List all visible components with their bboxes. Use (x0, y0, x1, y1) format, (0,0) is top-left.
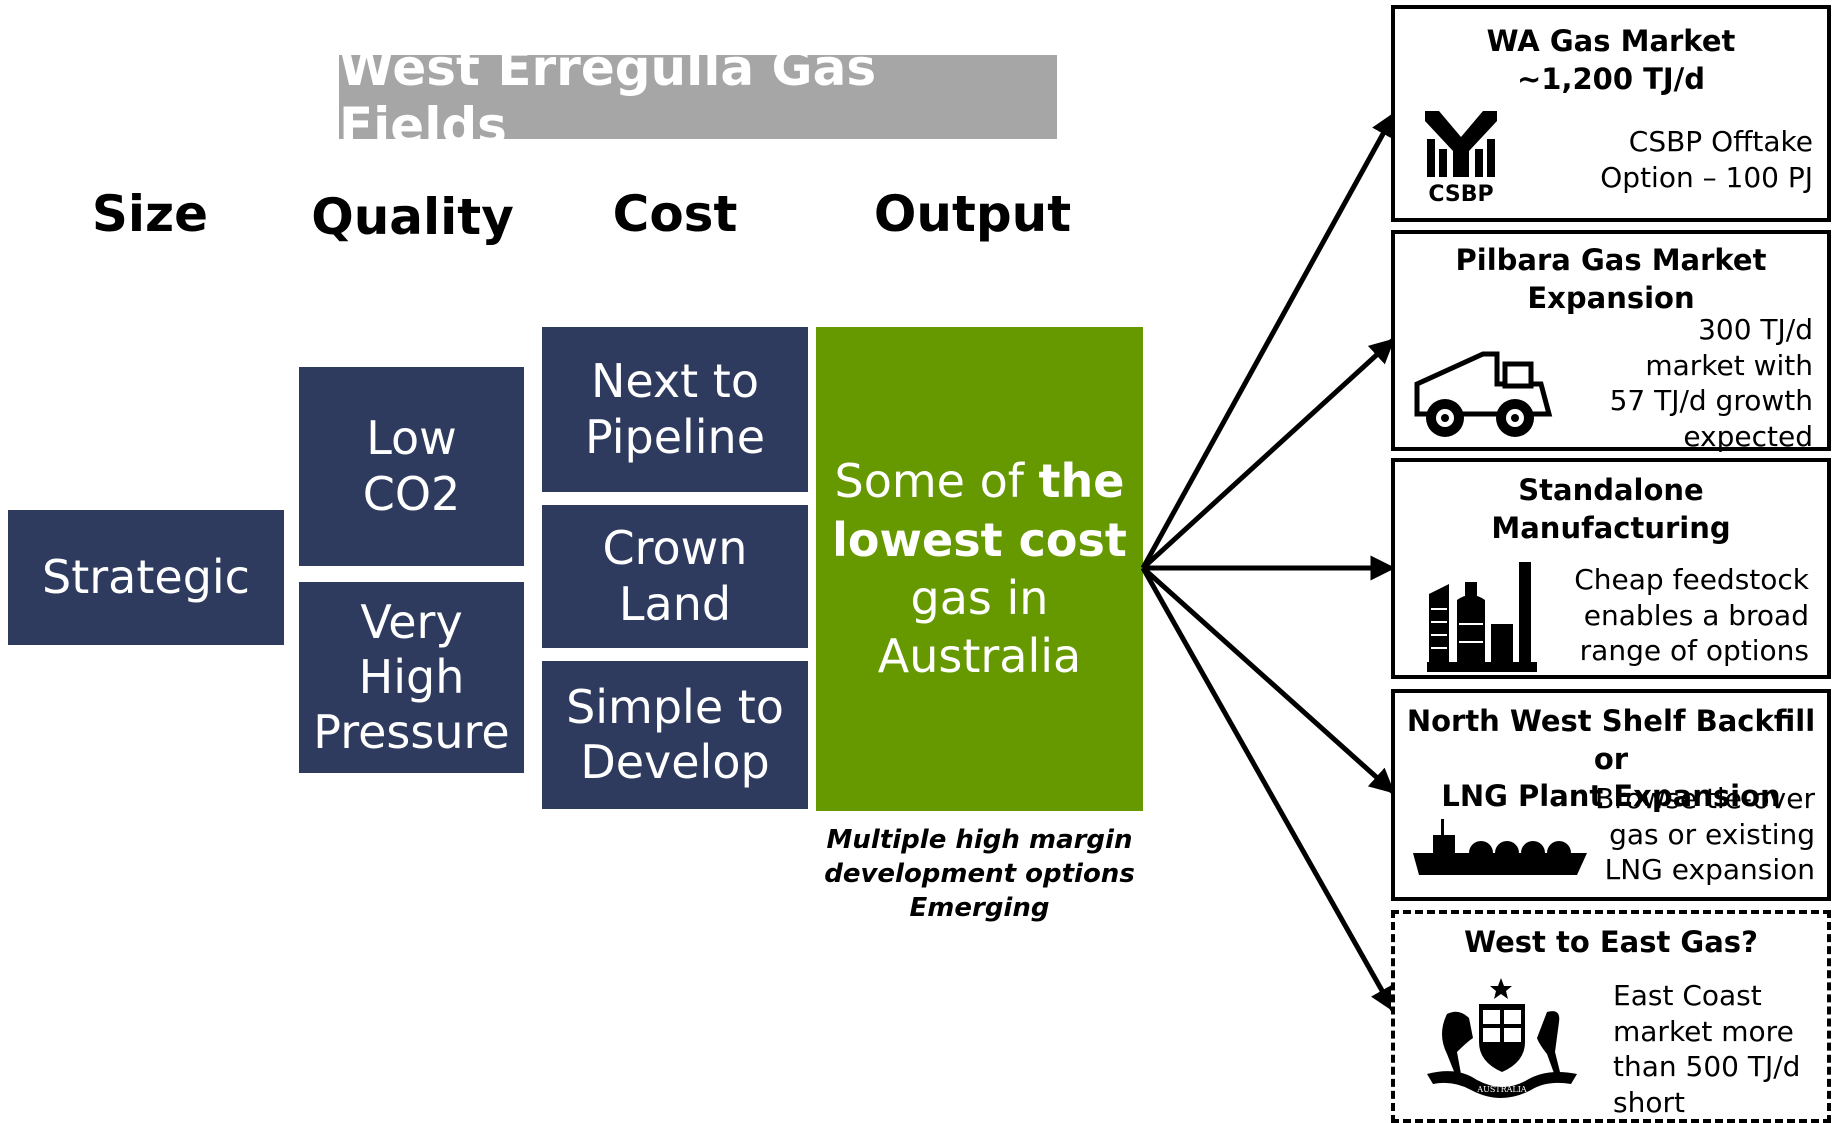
panel-pilbara: Pilbara Gas Market Expansion 300 TJ/d (1391, 230, 1831, 454)
quality-low-co2-box: Low CO2 (299, 367, 524, 566)
panel-nws-body: Browse tie-over gas or existing LNG expa… (1595, 781, 1815, 888)
panel-standalone-title-line: Manufacturing (1491, 510, 1731, 545)
arrow-to-east (1140, 566, 1396, 1013)
panel-wa-body-line: CSBP Offtake (1628, 125, 1813, 158)
panel-east-title: West to East Gas? (1464, 925, 1758, 959)
panel-wa-body-line: Option – 100 PJ (1600, 160, 1813, 194)
arrow-to-nws (1141, 566, 1395, 794)
coat-of-arms-icon: AUSTRALIA (1417, 974, 1587, 1119)
panel-standalone-body-line: Cheap feedstock (1574, 563, 1809, 596)
panel-pilbara-body: 300 TJ/d market with 57 TJ/d growth expe… (1610, 312, 1813, 454)
cost-crown-box: Crown Land (542, 505, 808, 648)
coat-of-arms-scroll-text: AUSTRALIA (1477, 1085, 1527, 1094)
output-text-c: lowest cost (832, 512, 1127, 567)
cost-crown-line: Crown (602, 521, 748, 576)
header-size: Size (91, 185, 209, 243)
cost-crown-line: Land (618, 576, 732, 631)
output-text-e: Australia (877, 629, 1082, 684)
panel-east-body-line: market more (1613, 1014, 1794, 1048)
panel-east-body: East Coast market more than 500 TJ/d sho… (1613, 978, 1800, 1120)
quality-pressure-line: Very (360, 594, 463, 649)
cost-simple-box: Simple to Develop (542, 661, 808, 809)
panel-nws-title-line: LNG Plant Expansion (1441, 779, 1781, 814)
csbp-logo: CSBP (1423, 109, 1499, 207)
panel-pilbara-body-line: 57 TJ/d growth (1609, 384, 1813, 418)
panel-nws-body-line: gas or existing (1609, 817, 1815, 851)
output-note-line: Emerging (909, 892, 1050, 923)
panel-nws-body-line: Browse tie-over (1595, 782, 1815, 815)
panel-pilbara-title-line: Pilbara Gas Market (1455, 243, 1767, 277)
quality-pressure-box: Very High Pressure (299, 582, 524, 773)
output-note-line: Multiple high margin (826, 825, 1133, 855)
quality-pressure-line: Pressure (313, 705, 510, 760)
output-text-a: Some of (834, 454, 1039, 509)
output-box: Some of the lowest cost gas in Australia (816, 327, 1143, 811)
output-note-line: development options (824, 858, 1135, 889)
panel-pilbara-title: Pilbara Gas Market Expansion (1395, 242, 1827, 317)
quality-low-co2-line: CO2 (362, 466, 461, 521)
cost-pipeline-box: Next to Pipeline (542, 327, 808, 492)
size-strategic-label: Strategic (42, 549, 250, 604)
panel-wa-title-line: WA Gas Market (1486, 24, 1736, 58)
panel-pilbara-body-line: 300 TJ/d (1698, 313, 1813, 346)
cost-simple-line: Simple to (566, 679, 784, 734)
arrow-to-pilbara (1141, 338, 1395, 570)
mining-truck-icon (1413, 344, 1553, 444)
panel-standalone-title-line: Standalone (1518, 473, 1704, 507)
cost-simple-line: Develop (580, 735, 770, 789)
header-cost: Cost (612, 185, 738, 243)
panel-nws-title-line: North West Shelf Backfill or (1406, 704, 1816, 776)
panel-east-body-line: East Coast (1613, 979, 1762, 1012)
quality-low-co2-line: Low (366, 411, 457, 466)
panel-standalone-body: Cheap feedstock enables a broad range of… (1574, 562, 1809, 669)
panel-pilbara-title-line: Expansion (1527, 280, 1695, 315)
cost-pipeline-line: Next to (591, 354, 759, 409)
panel-standalone-body-line: enables a broad (1583, 598, 1809, 632)
output-text-d: gas in (910, 571, 1049, 625)
header-quality: Quality (311, 188, 514, 246)
panel-east-body-line: than 500 TJ/d (1613, 1050, 1801, 1084)
panel-nws: North West Shelf Backfill or LNG Plant E… (1391, 689, 1831, 901)
panel-wa-gas-market: WA Gas Market ~1,200 TJ/d CSBP CSBP Offt… (1391, 5, 1831, 222)
size-strategic-box: Strategic (8, 510, 284, 645)
factory-icon (1425, 554, 1540, 679)
output-note: Multiple high margin development options… (816, 824, 1143, 925)
panel-standalone-title: Standalone Manufacturing (1395, 472, 1827, 547)
panel-pilbara-body-line: expected (1683, 419, 1813, 453)
cost-pipeline-line: Pipeline (584, 409, 766, 464)
panel-pilbara-body-line: market with (1645, 348, 1813, 382)
panel-nws-body-line: LNG expansion (1604, 853, 1815, 887)
panel-nws-title: North West Shelf Backfill or LNG Plant E… (1395, 703, 1827, 816)
output-text-b: the (1038, 454, 1125, 509)
arrow-to-wa (1140, 111, 1397, 570)
panel-east-body-line: short (1613, 1085, 1685, 1119)
lng-tanker-icon (1411, 813, 1591, 888)
csbp-logo-text: CSBP (1428, 182, 1494, 207)
panel-standalone: Standalone Manufacturing Cheap fee (1391, 458, 1831, 679)
panel-standalone-body-line: range of options (1579, 634, 1809, 668)
panel-wa-body: CSBP Offtake Option – 100 PJ (1600, 124, 1813, 195)
panel-wa-title-line: ~1,200 TJ/d (1516, 61, 1706, 96)
panel-wa-title: WA Gas Market ~1,200 TJ/d (1395, 23, 1827, 98)
panel-west-to-east: West to East Gas? AUSTRALIA East Coast m… (1391, 910, 1831, 1123)
quality-pressure-line: High (358, 649, 465, 704)
header-output: Output (873, 185, 1072, 243)
